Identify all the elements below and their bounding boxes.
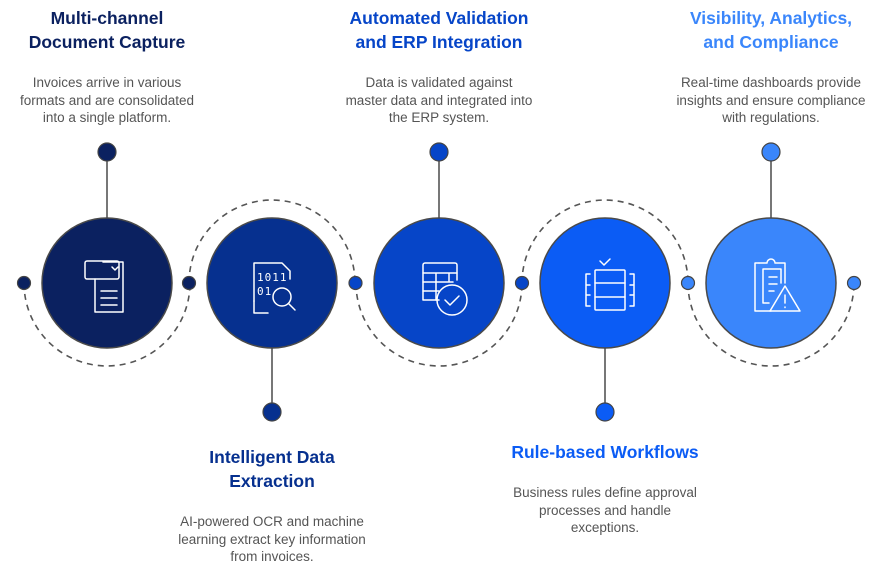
step-title: Intelligent Data Extraction <box>209 447 335 491</box>
step-description: Invoices arrive in various formats and a… <box>19 75 195 125</box>
dashed-arc-connector <box>188 199 356 284</box>
workflow-rules-icon <box>585 258 635 311</box>
junction-dot <box>348 275 363 291</box>
svg-text:01: 01 <box>257 285 272 298</box>
document-capture-icon <box>84 260 124 313</box>
connector-dot <box>97 142 117 162</box>
clipboard-warning-icon <box>754 258 801 312</box>
step-circle <box>373 217 505 349</box>
dashed-arc-connector <box>355 282 523 367</box>
step-title: Automated Validation and ERP Integration <box>349 8 529 52</box>
svg-text:1011: 1011 <box>257 271 288 284</box>
dashed-arc-connector <box>521 199 689 284</box>
step-circle <box>705 217 837 349</box>
connector-dot <box>429 142 449 162</box>
dashed-arc-connector <box>687 282 855 367</box>
connector-dot <box>761 142 781 162</box>
step-title: Multi-channel Document Capture <box>28 8 186 52</box>
step-description: Real-time dashboards provide insights an… <box>676 75 866 125</box>
step-description: AI-powered OCR and machine learning extr… <box>178 514 366 564</box>
connector-dot <box>595 402 615 422</box>
step-description: Data is validated against master data an… <box>345 75 533 125</box>
junction-dot <box>16 275 32 291</box>
junction-dot <box>680 275 696 291</box>
junction-dot <box>181 275 197 291</box>
connector-dot <box>262 402 282 422</box>
junction-dot <box>846 275 862 291</box>
table-check-icon <box>422 262 468 316</box>
step-title: Visibility, Analytics, and Compliance <box>689 8 853 52</box>
dashed-arc-connector <box>23 282 191 367</box>
step-description: Business rules define approval processes… <box>513 485 697 535</box>
step-title: Rule-based Workflows <box>511 442 699 462</box>
step-circle <box>206 217 338 349</box>
step-circle <box>41 217 173 349</box>
junction-dot <box>514 275 530 291</box>
